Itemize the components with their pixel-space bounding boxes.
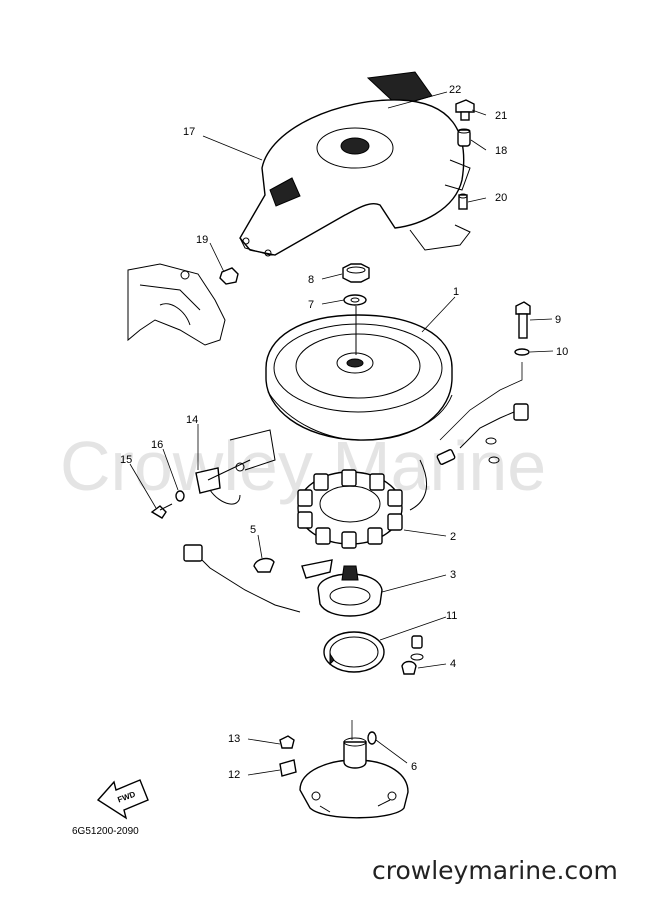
part-10-washer <box>514 348 530 356</box>
callout-14: 14 <box>186 414 198 426</box>
website-footer: crowleymarine.com <box>372 856 618 885</box>
part-21-bolt <box>455 99 475 121</box>
callout-4: 4 <box>450 658 456 670</box>
callout-11: 11 <box>446 610 457 622</box>
part-5-clamp <box>253 557 275 573</box>
part-11-ring <box>323 631 385 673</box>
callout-15: 15 <box>120 454 132 466</box>
fwd-direction-arrow: FWD <box>96 779 149 820</box>
part-2-stator <box>297 459 428 549</box>
callout-16: 16 <box>151 439 163 451</box>
part-9-bolt <box>515 301 531 339</box>
callout-6: 6 <box>411 761 417 773</box>
callout-10: 10 <box>556 346 568 358</box>
part-12-clamp <box>279 759 297 777</box>
callout-17: 17 <box>183 126 195 138</box>
cable-9-10 <box>439 362 523 441</box>
callout-9: 9 <box>555 314 561 326</box>
leader-lines <box>129 91 554 776</box>
part-19-nut <box>219 267 239 285</box>
base-plate-assembly <box>299 737 409 819</box>
part-3-pulser-coil <box>301 559 383 617</box>
part-18-spacer <box>457 128 471 147</box>
callout-19: 19 <box>196 234 208 246</box>
callout-7: 7 <box>308 299 314 311</box>
part-6-key <box>367 731 377 745</box>
callout-3: 3 <box>450 569 456 581</box>
connector-left <box>183 544 301 613</box>
part-1-flywheel <box>265 306 453 441</box>
part-13-screw <box>279 735 295 749</box>
callout-2: 2 <box>450 531 456 543</box>
part-20-bolt <box>458 193 468 210</box>
callouts: 22 21 18 20 17 19 8 7 1 9 10 14 16 15 2 … <box>120 84 568 781</box>
callout-1: 1 <box>453 286 459 298</box>
callout-20: 20 <box>495 192 507 204</box>
part-7-washer <box>343 294 367 306</box>
connector-upper-right <box>436 403 529 465</box>
callout-8: 8 <box>308 274 314 286</box>
part-8-nut <box>342 263 370 283</box>
part-4-clip <box>401 635 424 675</box>
callout-13: 13 <box>228 733 240 745</box>
callout-12: 12 <box>228 769 240 781</box>
callout-21: 21 <box>495 110 507 122</box>
part-16-washer <box>175 490 185 502</box>
callout-18: 18 <box>495 145 507 157</box>
part-14-bracket <box>195 429 276 505</box>
diagram-code: 6G51200-2090 <box>72 826 139 837</box>
part-15-screw <box>150 503 173 519</box>
part-17-flywheel-cover <box>239 99 471 257</box>
callout-5: 5 <box>250 524 256 536</box>
engine-bracket-sketch <box>127 263 226 346</box>
callout-22: 22 <box>449 84 461 96</box>
